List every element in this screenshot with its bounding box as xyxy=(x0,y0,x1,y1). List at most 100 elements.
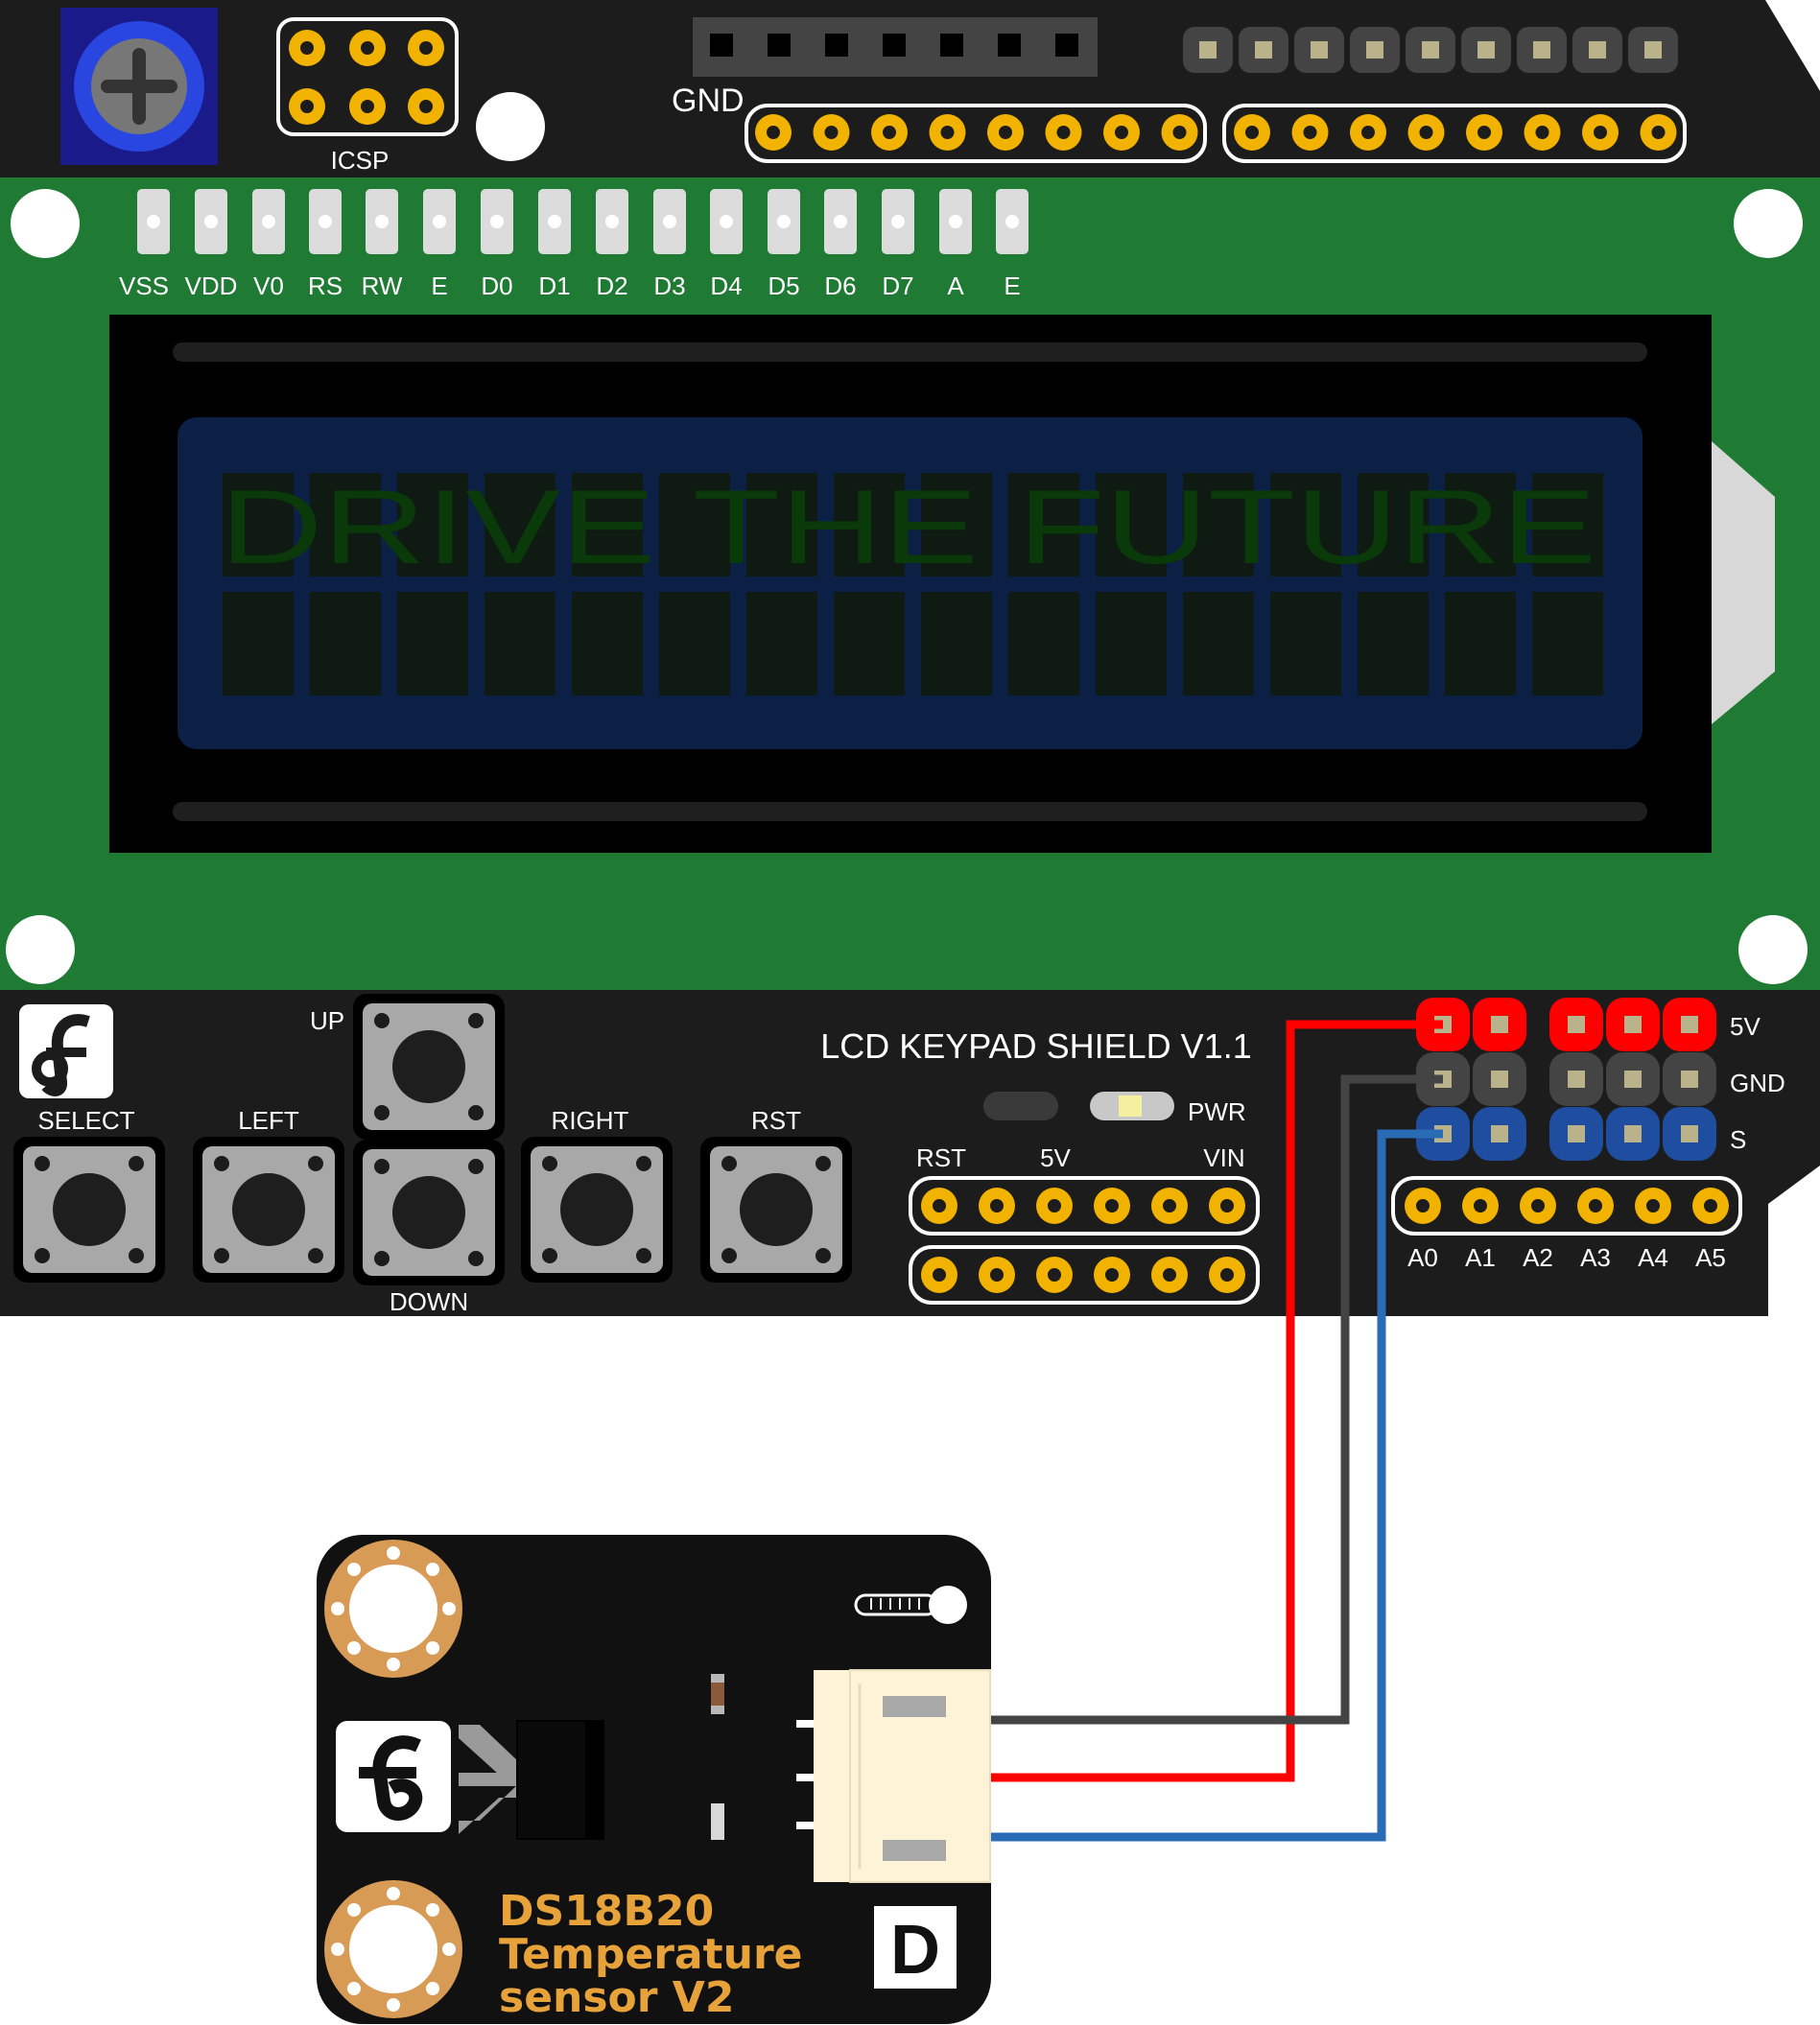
icsp-pad-3-hole xyxy=(300,100,314,113)
gravity-signal-pin-3 xyxy=(1624,1125,1642,1142)
analog-pad-3-hole xyxy=(1589,1199,1602,1213)
led-off xyxy=(983,1092,1058,1120)
rst-button[interactable] xyxy=(700,1137,852,1283)
up-button[interactable] xyxy=(353,994,505,1140)
gravity-gnd-pin-2 xyxy=(1568,1071,1585,1088)
right-button-screw-1 xyxy=(636,1156,651,1171)
lcd-cell-r0-c13 xyxy=(1358,473,1429,577)
up-button-cap xyxy=(392,1030,465,1103)
analog-pad-0-hole xyxy=(1416,1199,1430,1213)
lcd-pin-hole-13 xyxy=(891,215,905,228)
gravity-headers xyxy=(1416,998,1716,1161)
analog-label-3: A3 xyxy=(1580,1243,1611,1272)
up-button-screw-0 xyxy=(374,1013,390,1028)
left-button-cap xyxy=(232,1173,305,1246)
lcd-pin-hole-9 xyxy=(663,215,676,228)
lcd-cell-r1-c14 xyxy=(1445,592,1516,695)
right-button-screw-2 xyxy=(542,1248,557,1263)
power-pad-b5-hole xyxy=(1220,1268,1234,1282)
lcd-cell-r1-c13 xyxy=(1358,592,1429,695)
button-label-right: RIGHT xyxy=(552,1106,629,1135)
analog-pad-5-hole xyxy=(1704,1199,1717,1213)
icsp-pad-2-hole xyxy=(419,41,433,55)
lcd-cell-r0-c12 xyxy=(1270,473,1341,577)
power-pad-a0-hole xyxy=(933,1199,946,1213)
lcd-pin-hole-12 xyxy=(834,215,847,228)
analog-label-1: A1 xyxy=(1465,1243,1496,1272)
power-pad-b2-hole xyxy=(1048,1268,1061,1282)
left-button-screw-2 xyxy=(214,1248,229,1263)
top-left-pad-5-hole xyxy=(1056,126,1071,139)
icsp-label: ICSP xyxy=(331,146,390,175)
jst-connector[interactable] xyxy=(796,1669,991,1883)
sensor-mount-hole-bottom xyxy=(324,1880,462,2018)
button-label-up: UP xyxy=(310,1006,344,1035)
lcd-backlight-tab xyxy=(1712,441,1775,724)
lcd-pin-hole-8 xyxy=(605,215,619,228)
up-button-screw-2 xyxy=(374,1105,390,1120)
top-left-pad-7-hole xyxy=(1172,126,1187,139)
right-button[interactable] xyxy=(521,1137,673,1283)
lcd-pin-hole-5 xyxy=(433,215,446,228)
left-button[interactable] xyxy=(193,1137,344,1283)
mount-hole-tr xyxy=(1734,189,1803,258)
gravity-signal-pin-2 xyxy=(1568,1125,1585,1142)
down-button-cap xyxy=(392,1176,465,1249)
rst-button-screw-3 xyxy=(815,1248,831,1263)
lcd-pin-label-0: VSS xyxy=(119,271,169,300)
lcd-pin-label-9: D3 xyxy=(653,271,685,300)
lcd-pin-hole-2 xyxy=(262,215,275,228)
ds18b20-sensor-board: D DS18B20 Temperature sensor V2 xyxy=(317,1535,991,2024)
potentiometer[interactable] xyxy=(60,8,218,165)
icsp-header: ICSP xyxy=(276,17,459,175)
lcd-pin-label-8: D2 xyxy=(596,271,627,300)
lcd-cell-r1-c10 xyxy=(1096,592,1167,695)
lcd-cell-r0-c5 xyxy=(659,473,730,577)
select-button[interactable] xyxy=(13,1137,165,1283)
lcd-pin-hole-11 xyxy=(777,215,791,228)
pwr-label: PWR xyxy=(1188,1097,1246,1126)
mount-hole-br xyxy=(1738,915,1808,984)
sensor-name-line3: sensor V2 xyxy=(499,1973,734,2022)
top-left-pad-3-hole xyxy=(940,126,955,139)
ring-dots-top-dot-2 xyxy=(387,1658,400,1671)
lcd-pin-label-4: RW xyxy=(362,271,403,300)
ring-dots-bottom-dot-7 xyxy=(426,1902,440,1917)
ring-dots-bottom-dot-5 xyxy=(346,1902,361,1917)
lcd-pin-label-10: D4 xyxy=(710,271,742,300)
gravity-gnd-pin-1 xyxy=(1491,1071,1508,1088)
down-button[interactable] xyxy=(353,1140,505,1285)
rst-button-cap xyxy=(740,1173,813,1246)
row-label-gnd: GND xyxy=(1730,1069,1785,1097)
lcd-cell-r0-c15 xyxy=(1532,473,1603,577)
power-pad-a1-hole xyxy=(990,1199,1004,1213)
power-rst-label: RST xyxy=(916,1143,966,1172)
pin-3 xyxy=(1366,41,1383,59)
up-button-screw-1 xyxy=(468,1013,484,1028)
power-pad-b3-hole xyxy=(1105,1268,1119,1282)
lcd-pin-label-6: D0 xyxy=(481,271,512,300)
up-button-screw-3 xyxy=(468,1105,484,1120)
rst-button-screw-2 xyxy=(721,1248,737,1263)
top-right-pad-3-hole xyxy=(1419,126,1433,139)
sensor-mount-hole-top xyxy=(324,1540,462,1678)
mount-hole-bl xyxy=(6,915,75,984)
dfrobot-d-badge-icon: D xyxy=(874,1906,957,1989)
button-label-down: DOWN xyxy=(390,1287,468,1316)
power-pad-a5-hole xyxy=(1220,1199,1234,1213)
lcd-cell-r1-c8 xyxy=(921,592,992,695)
down-button-screw-0 xyxy=(374,1159,390,1174)
left-button-screw-0 xyxy=(214,1156,229,1171)
wires xyxy=(988,1020,1443,1842)
select-button-cap xyxy=(53,1173,126,1246)
lcd-pin-hole-6 xyxy=(490,215,504,228)
icsp-pads xyxy=(289,30,444,125)
select-button-screw-2 xyxy=(35,1248,50,1263)
lcd-pin-hole-0 xyxy=(147,215,160,228)
lcd-character-grid xyxy=(223,473,1603,695)
lcd-pin-hole-7 xyxy=(548,215,561,228)
wire-gnd-gray xyxy=(988,1074,1443,1725)
top-right-pad-1-hole xyxy=(1303,126,1317,139)
